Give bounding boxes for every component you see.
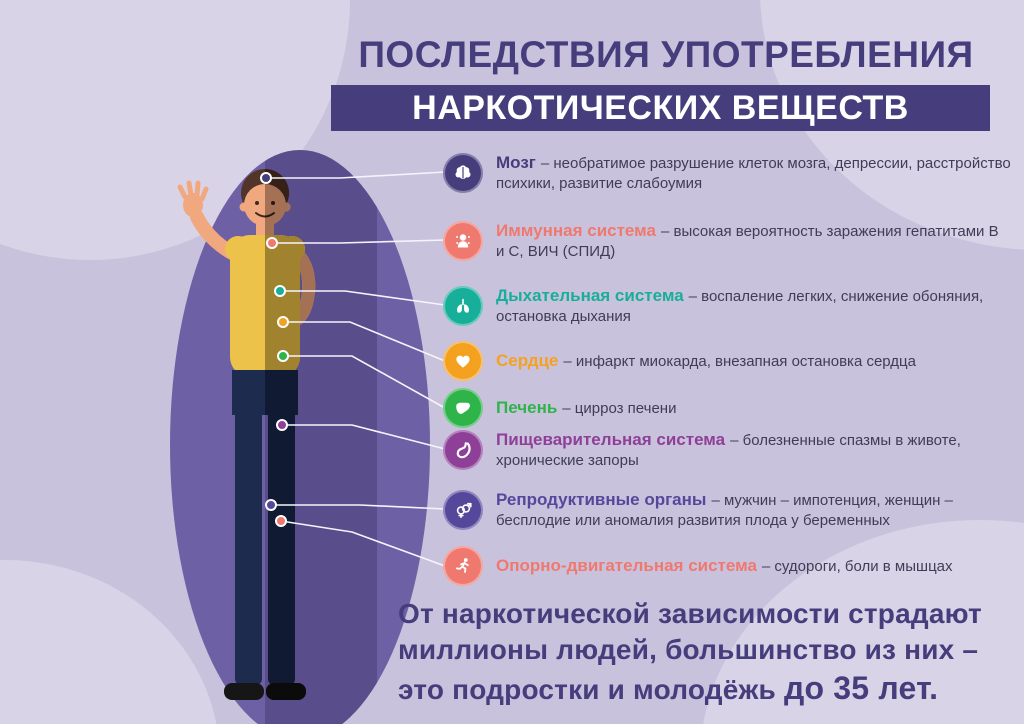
item-label: Репродуктивные органы bbox=[496, 490, 707, 509]
item-label: Пищеварительная система bbox=[496, 430, 726, 449]
page-title: ПОСЛЕДСТВИЯ УПОТРЕБЛЕНИЯ bbox=[358, 34, 974, 75]
heart-icon bbox=[443, 341, 483, 381]
title-banner: НАРКОТИЧЕСКИХ ВЕЩЕСТВ bbox=[331, 85, 990, 131]
item-label: Печень bbox=[496, 397, 558, 417]
item-desc: – болезненные спазмы в животе, хроническ… bbox=[496, 432, 961, 470]
item-desc: – высокая вероятность заражения гепатита… bbox=[496, 223, 999, 261]
item-desc: – цирроз печени bbox=[562, 399, 677, 417]
item-liver: Печень– цирроз печени bbox=[443, 388, 1015, 428]
item-brain: Мозг– необратимое разрушение клеток мозг… bbox=[443, 152, 1015, 194]
item-reproductive: Репродуктивные органы– мужчин – импотенц… bbox=[443, 489, 1015, 531]
footer-line-2: миллионы людей, большинство из них – bbox=[398, 633, 979, 665]
item-musculoskeletal: Опорно-двигательная система– судороги, б… bbox=[443, 546, 1015, 586]
liver-icon bbox=[443, 388, 483, 428]
item-desc: – мужчин – импотенция, женщин – бесплоди… bbox=[496, 492, 953, 530]
lungs-icon bbox=[443, 286, 483, 327]
brain-icon bbox=[443, 153, 483, 194]
runner-icon bbox=[443, 546, 483, 586]
item-label: Мозг bbox=[496, 153, 536, 172]
item-respiratory: Дыхательная система– воспаление легких, … bbox=[443, 285, 1015, 327]
item-label: Сердце bbox=[496, 350, 559, 370]
footer-text: От наркотической зависимости страдают ми… bbox=[398, 596, 1016, 709]
stomach-icon bbox=[443, 430, 483, 471]
item-desc: – судороги, боли в мышцах bbox=[761, 557, 953, 575]
item-desc: – инфаркт миокарда, внезапная остановка … bbox=[563, 352, 916, 370]
item-label: Дыхательная система bbox=[496, 286, 684, 305]
item-label: Иммунная система bbox=[496, 221, 656, 240]
footer-line-1: От наркотической зависимости страдают bbox=[398, 598, 982, 629]
item-label: Опорно-двигательная система bbox=[496, 555, 757, 575]
item-digestive: Пищеварительная система– болезненные спа… bbox=[443, 429, 1015, 471]
immune-icon bbox=[443, 221, 483, 262]
gender-icon bbox=[443, 490, 483, 531]
footer-highlight: до 35 лет. bbox=[783, 669, 939, 706]
item-desc: – воспаление легких, снижение обоняния, … bbox=[496, 288, 984, 326]
item-heart: Сердце– инфаркт миокарда, внезапная оста… bbox=[443, 341, 1015, 381]
footer-line-3: это подростки и молодёжь до 35 лет. bbox=[398, 669, 939, 706]
item-desc: – необратимое разрушение клеток мозга, д… bbox=[496, 155, 1011, 193]
item-immune: Иммунная система– высокая вероятность за… bbox=[443, 220, 1015, 262]
